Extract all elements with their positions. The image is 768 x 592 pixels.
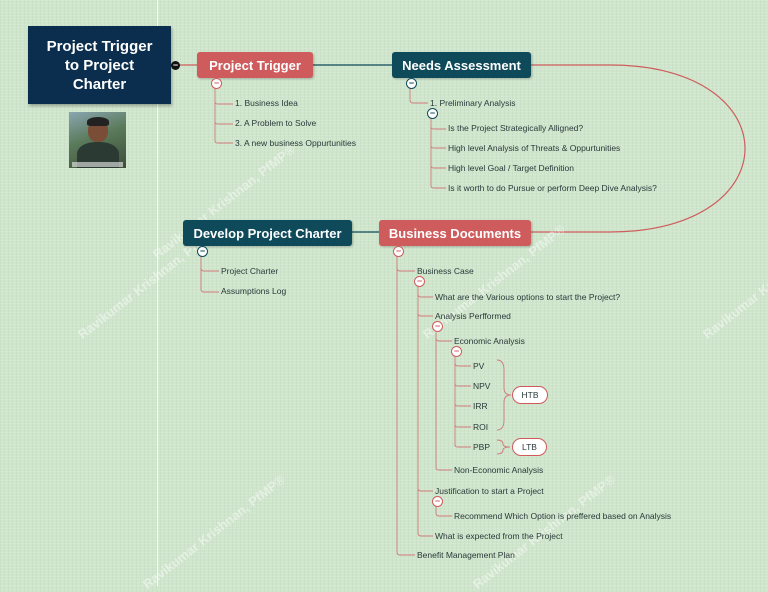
metric-item: NPV bbox=[473, 381, 491, 391]
htb-tag: HTB bbox=[512, 386, 548, 404]
list-item: Analysis Perfformed bbox=[435, 311, 511, 321]
list-item: Is it worth to do Pursue or perform Deep… bbox=[448, 183, 657, 193]
list-item: Benefit Management Plan bbox=[417, 550, 515, 560]
list-item: Is the Project Strategically Alligned? bbox=[448, 123, 584, 133]
business-documents-node[interactable]: Business Documents bbox=[379, 220, 531, 246]
collapse-toggle-icon[interactable]: − bbox=[211, 78, 222, 89]
root-title-line: Charter bbox=[72, 75, 127, 93]
list-item: 1. Preliminary Analysis bbox=[430, 98, 516, 108]
collapse-toggle-icon[interactable]: − bbox=[406, 78, 417, 89]
collapse-toggle-icon[interactable]: − bbox=[451, 346, 462, 357]
list-item: 1. Business Idea bbox=[235, 98, 298, 108]
list-item: Economic Analysis bbox=[454, 336, 525, 346]
project-trigger-node[interactable]: Project Trigger bbox=[197, 52, 313, 78]
list-item: Assumptions Log bbox=[221, 286, 287, 296]
collapse-toggle-icon[interactable]: − bbox=[414, 276, 425, 287]
develop-charter-node[interactable]: Develop Project Charter bbox=[183, 220, 352, 246]
list-item: Business Case bbox=[417, 266, 474, 276]
list-item: High level Analysis of Threats & Oppurtu… bbox=[448, 143, 621, 153]
list-item: Recommend Which Option is preffered base… bbox=[454, 511, 672, 521]
list-item: Project Charter bbox=[221, 266, 279, 276]
list-item: Non-Economic Analysis bbox=[454, 465, 544, 475]
list-item: What are the Various options to start th… bbox=[435, 292, 621, 302]
metric-item: IRR bbox=[473, 401, 488, 411]
metric-item: ROI bbox=[473, 422, 489, 432]
ltb-tag: LTB bbox=[512, 438, 547, 456]
metric-item: PV bbox=[473, 361, 485, 371]
author-photo bbox=[69, 112, 126, 168]
root-title-line: Project Trigger bbox=[46, 37, 153, 55]
collapse-toggle-icon[interactable]: − bbox=[197, 246, 208, 257]
collapse-toggle-icon[interactable]: − bbox=[432, 321, 443, 332]
collapse-toggle-icon[interactable]: − bbox=[393, 246, 404, 257]
list-item: 2. A Problem to Solve bbox=[235, 118, 317, 128]
page-divider bbox=[157, 0, 158, 586]
collapse-toggle-icon[interactable]: − bbox=[432, 496, 443, 507]
needs-assessment-node[interactable]: Needs Assessment bbox=[392, 52, 531, 78]
root-node[interactable]: Project Trigger to Project Charter bbox=[28, 26, 171, 104]
list-item: 3. A new business Oppurtunities bbox=[235, 138, 356, 148]
photo-caption-strip bbox=[72, 162, 123, 167]
collapse-toggle-icon[interactable]: − bbox=[427, 108, 438, 119]
list-item: High level Goal / Target Definition bbox=[448, 163, 574, 173]
root-title-line: to Project bbox=[64, 56, 135, 74]
list-item: What is expected from the Project bbox=[435, 531, 563, 541]
collapse-toggle-icon[interactable]: − bbox=[171, 60, 180, 70]
metric-item: PBP bbox=[473, 442, 491, 452]
list-item: Justification to start a Project bbox=[435, 486, 544, 496]
